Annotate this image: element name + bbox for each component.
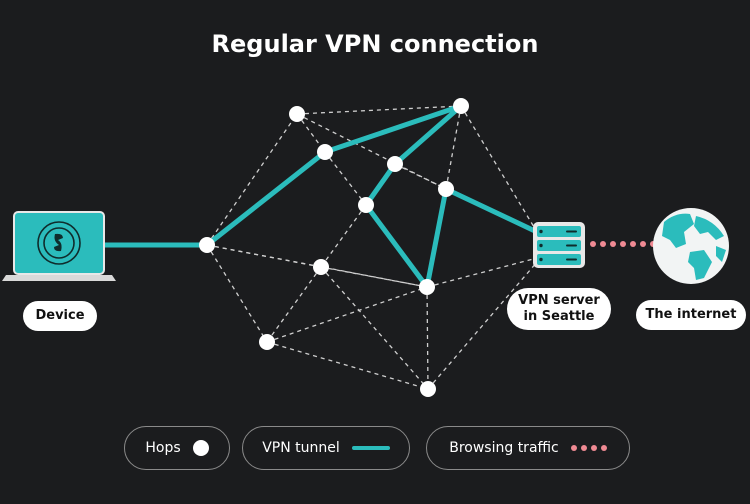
hop-dot-icon <box>192 440 209 456</box>
dashed-network-edges <box>206 105 538 390</box>
legend-hops-label: Hops <box>145 440 181 456</box>
hop-node <box>358 197 374 213</box>
vpn-tunnel-path <box>101 103 540 290</box>
legend-browsing-traffic-label: Browsing traffic <box>449 440 559 456</box>
internet-label: The internet <box>636 300 746 330</box>
page-title: Regular VPN connection <box>211 30 539 58</box>
device-label: Device <box>23 301 97 331</box>
hop-node <box>387 156 403 172</box>
vpn-server-label-line1: VPN server <box>518 293 600 308</box>
laptop-icon <box>2 211 116 281</box>
browsing-traffic-dots <box>590 241 656 247</box>
tunnel-line-icon <box>351 446 390 450</box>
hop-node <box>438 181 454 197</box>
hop-node <box>199 237 215 253</box>
legend-vpn-tunnel-label: VPN tunnel <box>262 440 340 456</box>
surfshark-logo-icon <box>37 221 81 265</box>
internet-label-text: The internet <box>645 307 737 322</box>
hop-node <box>317 144 333 160</box>
legend-browsing-traffic: Browsing traffic <box>426 426 630 470</box>
server-icon <box>533 222 585 268</box>
vpn-server-label: VPN server in Seattle <box>507 288 611 330</box>
browsing-dots-icon <box>570 445 607 451</box>
hop-nodes <box>199 98 469 397</box>
hop-node <box>289 106 305 122</box>
legend-hops: Hops <box>124 426 230 470</box>
globe-icon <box>653 208 729 284</box>
hop-node <box>259 334 275 350</box>
vpn-server-label-line2: in Seattle <box>523 309 595 324</box>
device-label-text: Device <box>35 308 85 323</box>
legend-vpn-tunnel: VPN tunnel <box>242 426 410 470</box>
hop-node <box>419 279 435 295</box>
hop-node <box>420 381 436 397</box>
hop-node <box>453 98 469 114</box>
hop-node <box>313 259 329 275</box>
